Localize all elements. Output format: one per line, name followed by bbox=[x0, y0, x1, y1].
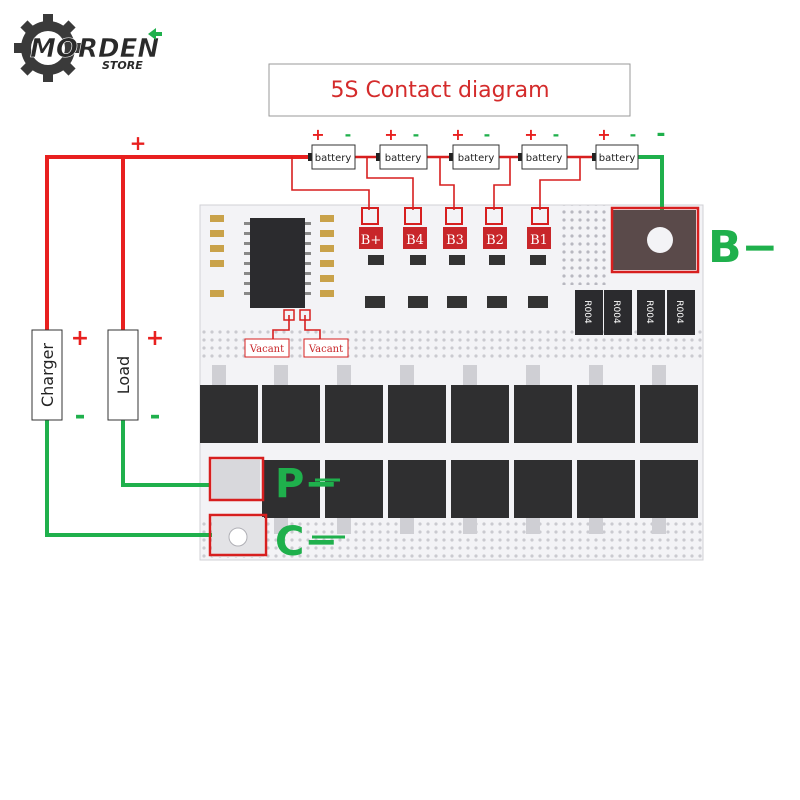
bms-board: R004 R004 R004 R004 bbox=[199, 204, 704, 561]
minus-mark: - bbox=[345, 125, 352, 144]
terminal-leaders bbox=[312, 478, 345, 539]
vacant-label: Vacant bbox=[249, 344, 284, 355]
battery-polarity-marks: + - + - + - + - + - - bbox=[311, 122, 665, 147]
resistor-mark: R004 bbox=[582, 300, 592, 324]
battery-cell: battery bbox=[379, 144, 428, 170]
tap-label-b3: B3 bbox=[446, 233, 464, 248]
load-box: Load bbox=[107, 329, 139, 421]
tap-label-b-plus: B+ bbox=[361, 233, 381, 248]
logo-brand: MORDEN bbox=[30, 34, 159, 64]
charger-minus: - bbox=[75, 401, 86, 431]
battery-cell: battery bbox=[452, 144, 500, 170]
battery-cell: battery bbox=[521, 144, 568, 170]
load-plus: + bbox=[146, 326, 164, 351]
balance-taps: B+ B4 B3 B2 B1 bbox=[359, 207, 551, 249]
battery-label: battery bbox=[385, 153, 422, 164]
plus-mark: + bbox=[311, 125, 324, 144]
shunt-resistors: R004 R004 R004 R004 bbox=[575, 290, 695, 335]
p-minus-label: P− bbox=[275, 461, 338, 507]
battery-label: battery bbox=[599, 153, 636, 164]
p-minus-pad bbox=[212, 460, 260, 500]
b-minus-highlight bbox=[610, 206, 700, 274]
battery-label: battery bbox=[526, 153, 563, 164]
vacant-label: Vacant bbox=[308, 344, 343, 355]
resistor-mark: R004 bbox=[644, 300, 654, 324]
mosfet-row-bottom bbox=[262, 460, 698, 534]
smd-components bbox=[210, 215, 334, 297]
charger-plus: + bbox=[71, 326, 89, 351]
logo-sub: STORE bbox=[102, 59, 143, 72]
balance-transistors bbox=[365, 255, 548, 308]
battery-cells: battery battery battery battery battery bbox=[311, 144, 639, 170]
battery-terminals bbox=[308, 153, 596, 161]
load-minus: - bbox=[150, 401, 161, 431]
positive-wiring bbox=[45, 155, 312, 330]
plus-mark: + bbox=[597, 125, 610, 144]
battery-cell: battery bbox=[595, 144, 639, 170]
plus-mark: + bbox=[384, 125, 397, 144]
minus-mark: - bbox=[630, 125, 637, 144]
control-ic bbox=[250, 218, 305, 308]
store-logo: MORDEN STORE bbox=[14, 14, 162, 82]
load-label: Load bbox=[114, 356, 133, 394]
gear-icon bbox=[14, 14, 82, 82]
tap-wiring bbox=[272, 157, 581, 340]
minus-mark: - bbox=[656, 122, 665, 147]
charger-label: Charger bbox=[38, 343, 57, 407]
battery-cell: battery bbox=[311, 144, 356, 170]
plus-mark: + bbox=[451, 125, 464, 144]
arrow-icon bbox=[148, 28, 162, 40]
minus-mark: - bbox=[553, 125, 560, 144]
main-plus-mark: + bbox=[130, 131, 147, 155]
tap-label-b4: B4 bbox=[406, 233, 424, 248]
title-box: 5S Contact diagram bbox=[268, 63, 631, 117]
vacant-taps: Vacant Vacant bbox=[244, 309, 349, 358]
p-minus-highlight bbox=[208, 456, 265, 502]
battery-label: battery bbox=[458, 153, 495, 164]
charger-box: Charger bbox=[31, 329, 63, 421]
plus-mark: + bbox=[524, 125, 537, 144]
negative-wiring bbox=[45, 155, 664, 537]
c-minus-highlight bbox=[208, 513, 268, 557]
b-minus-label: B− bbox=[708, 222, 778, 273]
minus-mark: - bbox=[484, 125, 491, 144]
minus-mark: - bbox=[413, 125, 420, 144]
resistor-mark: R004 bbox=[611, 300, 621, 324]
resistor-mark: R004 bbox=[674, 300, 684, 324]
tap-label-b2: B2 bbox=[486, 233, 504, 248]
mosfet-row-top bbox=[200, 365, 698, 443]
battery-label: battery bbox=[315, 153, 352, 164]
c-minus-label: C− bbox=[275, 519, 338, 565]
diagram-title: 5S Contact diagram bbox=[330, 78, 549, 103]
tap-label-b1: B1 bbox=[530, 233, 548, 248]
